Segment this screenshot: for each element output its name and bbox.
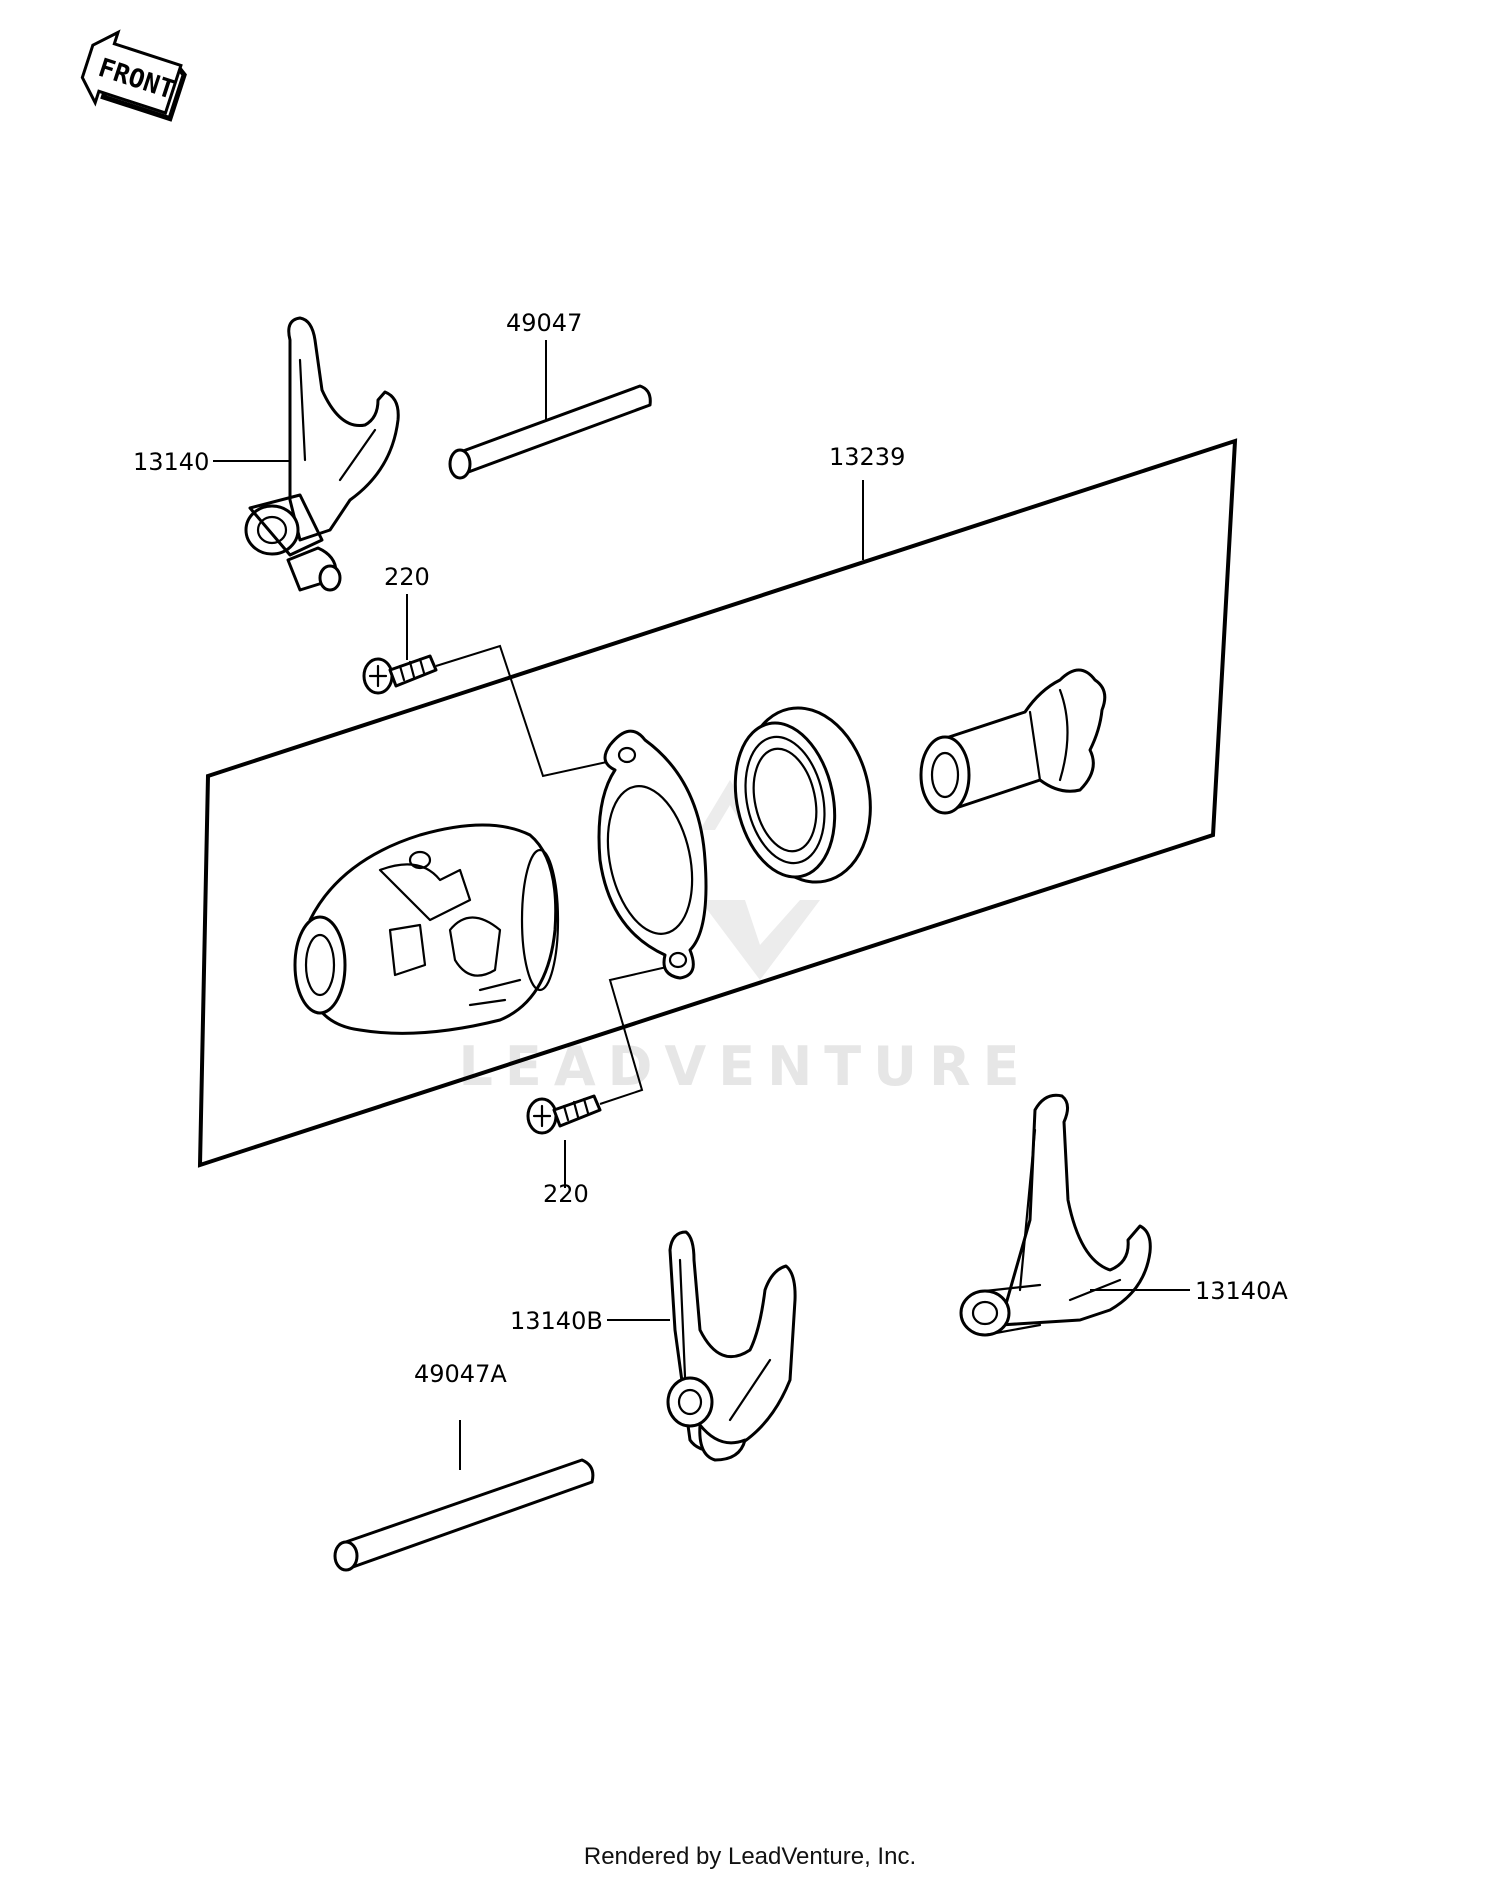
label-220-bottom: 220: [543, 1180, 589, 1208]
screw-220-top: [362, 654, 438, 695]
bearing: [733, 706, 872, 884]
label-13140: 13140: [133, 448, 209, 476]
screw-guide-top: [435, 644, 617, 778]
label-49047A: 49047A: [414, 1360, 507, 1388]
label-49047: 49047: [506, 309, 582, 337]
watermark-text: LEADVENTURE: [459, 1035, 1032, 1098]
shift-fork-13140A: [959, 1093, 1152, 1337]
assembly-13239-frame: [197, 438, 1238, 1168]
part-labels: 13140 49047 13239 220 220 13140B 13140A …: [133, 309, 1288, 1388]
screw-guide-bottom: [599, 963, 681, 1105]
shift-fork-13140B: [666, 1230, 797, 1462]
screw-220-bottom: [526, 1094, 602, 1135]
gasket-plate: [597, 729, 708, 980]
shaft-49047: [448, 384, 652, 480]
footer-credit: Rendered by LeadVenture, Inc.: [583, 1843, 917, 1870]
shaft-49047A: [333, 1458, 595, 1572]
watermark: LEADVENTURE: [459, 780, 1032, 1098]
leader-lines: [213, 340, 1190, 1470]
label-13239: 13239: [829, 443, 905, 471]
label-13140B: 13140B: [510, 1307, 603, 1335]
shift-drum: [293, 823, 560, 1035]
shift-drum-cam: [919, 668, 1107, 815]
front-arrow-badge: FRONT: [80, 29, 187, 122]
label-220-top: 220: [384, 563, 430, 591]
label-13140A: 13140A: [1195, 1277, 1288, 1305]
shift-fork-13140: [244, 316, 400, 592]
